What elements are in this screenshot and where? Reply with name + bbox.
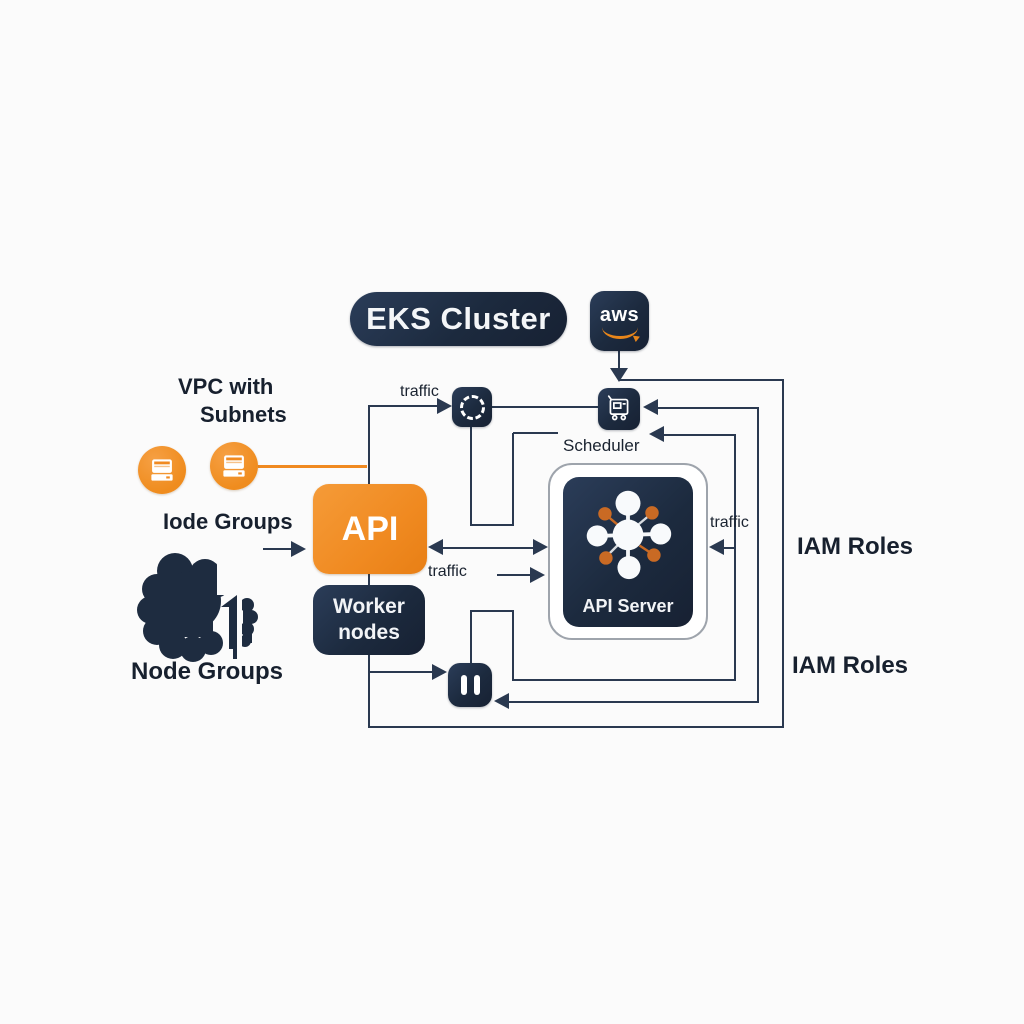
node-group-cloud-icon — [137, 545, 263, 662]
vpc-label-line1: VPC with — [178, 374, 274, 399]
vpc-label-line2: Subnets — [200, 402, 287, 427]
connector-line — [368, 655, 370, 727]
api-server-label: API Server — [582, 596, 674, 616]
subnet-instance-icon — [138, 446, 186, 494]
arrowhead-icon — [610, 368, 628, 382]
arrowhead-icon — [649, 426, 664, 442]
worker-nodes-node: Worker nodes — [313, 585, 425, 655]
connector-line — [513, 432, 558, 434]
pause-icon — [448, 663, 492, 707]
subnet-connector-line — [258, 465, 367, 468]
arrowhead-icon — [437, 398, 452, 414]
connector-line — [368, 405, 438, 407]
aws-logo-text: aws — [599, 304, 640, 326]
connector-line — [513, 679, 735, 681]
node-groups-label-top: Iode Groups — [163, 509, 293, 534]
connector-line — [663, 434, 734, 436]
connector-line — [470, 610, 514, 612]
connector-line — [368, 574, 370, 586]
aws-smile-arrow-icon — [601, 326, 638, 339]
traffic-label-top: traffic — [400, 383, 439, 400]
connector-line — [512, 433, 514, 526]
connector-line — [512, 611, 514, 681]
api-server-node: API Server — [563, 477, 693, 627]
loading-spinner-icon — [459, 394, 485, 420]
connector-line — [470, 427, 472, 526]
iam-roles-label-2: IAM Roles — [792, 652, 909, 679]
arrowhead-icon — [291, 541, 306, 557]
pause-bars-icon — [460, 675, 480, 695]
scheduler-machine-icon — [607, 395, 629, 421]
api-node-label: API — [341, 509, 399, 548]
arrowhead-icon — [643, 399, 658, 415]
iam-roles-label-1: IAM Roles — [797, 533, 914, 560]
arrowhead-icon — [428, 539, 443, 555]
connector-line — [441, 547, 534, 549]
computer-icon — [151, 459, 173, 481]
connector-line — [368, 671, 432, 673]
arrowhead-icon — [709, 539, 724, 555]
spinner-icon — [452, 387, 492, 427]
arrowhead-icon — [432, 664, 447, 680]
aws-logo-badge: aws — [590, 291, 649, 351]
scheduler-label: Scheduler — [563, 436, 640, 455]
computer-icon — [223, 455, 245, 477]
eks-cluster-title: EKS Cluster — [350, 292, 567, 346]
connector-line — [723, 547, 735, 549]
connector-line — [619, 379, 784, 381]
worker-nodes-label: Worker nodes — [333, 594, 405, 644]
connector-line — [508, 701, 758, 703]
connector-line — [470, 610, 472, 665]
connector-line — [368, 726, 784, 728]
arrowhead-icon — [533, 539, 548, 555]
subnet-instance-icon — [210, 442, 258, 490]
connector-line — [470, 524, 514, 526]
connector-line — [497, 574, 531, 576]
traffic-label-middle: traffic — [428, 563, 467, 580]
node-groups-label-bottom: Node Groups — [131, 658, 284, 685]
connector-line — [492, 406, 598, 408]
arrowhead-icon — [530, 567, 545, 583]
traffic-label-right: traffic — [710, 514, 749, 531]
connector-line — [368, 405, 370, 485]
connector-line — [782, 379, 784, 728]
hub-and-spokes-icon — [586, 490, 672, 580]
connector-line — [757, 407, 759, 703]
connector-line — [734, 434, 736, 681]
connector-line — [618, 351, 620, 369]
scheduler-icon — [598, 388, 640, 430]
page-title: EKS Cluster — [366, 301, 551, 336]
arrowhead-icon — [494, 693, 509, 709]
api-node: API — [313, 484, 427, 574]
connector-line — [657, 407, 757, 409]
